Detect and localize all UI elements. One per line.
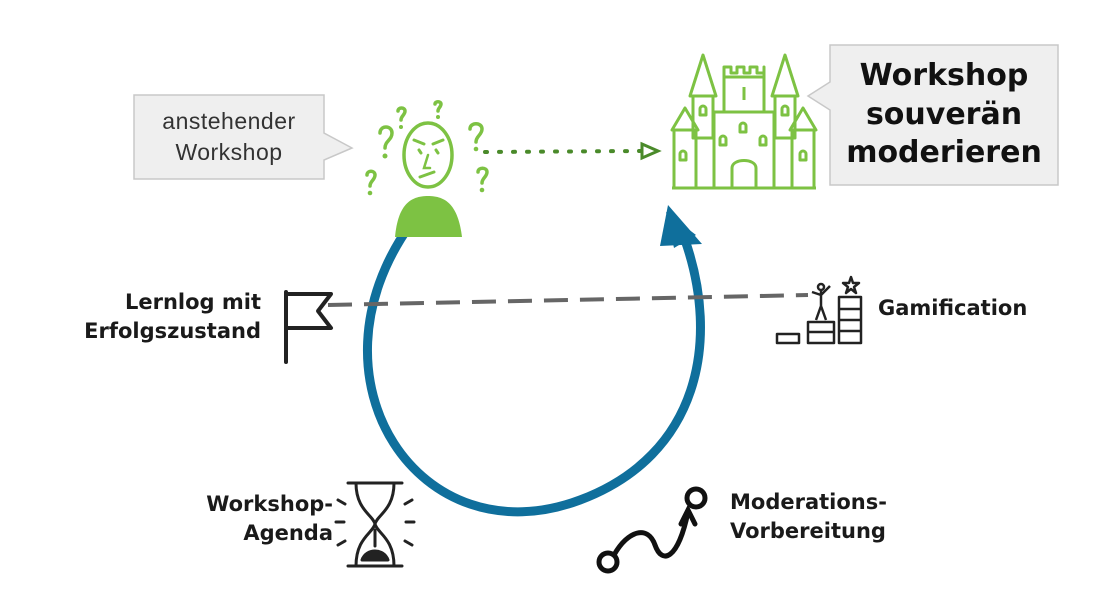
label-agenda: Workshop- Agenda — [206, 490, 333, 549]
label-moderation-line2: Vorbereitung — [730, 519, 886, 544]
confused-person-icon — [365, 100, 489, 237]
cycle-arrow-icon — [363, 205, 705, 517]
callout-right-line2: souverän — [865, 96, 1023, 132]
label-lernlog: Lernlog mit Erfolgszustand — [84, 288, 261, 347]
path-icon — [596, 486, 708, 574]
callout-right-bubble — [806, 44, 1059, 186]
callout-right-line1: Workshop — [859, 58, 1029, 94]
callout-right-text: Workshop souverän moderieren — [830, 45, 1058, 185]
callout-left-bubble — [133, 94, 354, 180]
callout-left-line1: anstehender — [162, 107, 296, 134]
callout-right-line3: moderieren — [846, 135, 1042, 171]
label-moderation-line1: Moderations- — [730, 490, 887, 514]
callout-left-line2: Workshop — [175, 139, 283, 165]
dashed-connector — [327, 293, 809, 307]
label-gamification: Gamification — [878, 294, 1027, 323]
flag-icon — [284, 290, 333, 364]
callout-left-text: anstehender Workshop — [134, 95, 324, 179]
label-agenda-line2: Agenda — [243, 521, 333, 546]
label-gamification-line1: Gamification — [878, 296, 1028, 320]
dotted-arrow — [483, 141, 662, 161]
label-lernlog-line1: Lernlog mit — [124, 290, 261, 314]
hourglass-icon — [334, 481, 416, 568]
label-moderation: Moderations- Vorbereitung — [730, 488, 887, 547]
castle-icon — [670, 53, 818, 190]
podium-icon — [775, 275, 863, 345]
label-agenda-line1: Workshop- — [206, 492, 333, 516]
label-lernlog-line2: Erfolgszustand — [84, 319, 261, 344]
